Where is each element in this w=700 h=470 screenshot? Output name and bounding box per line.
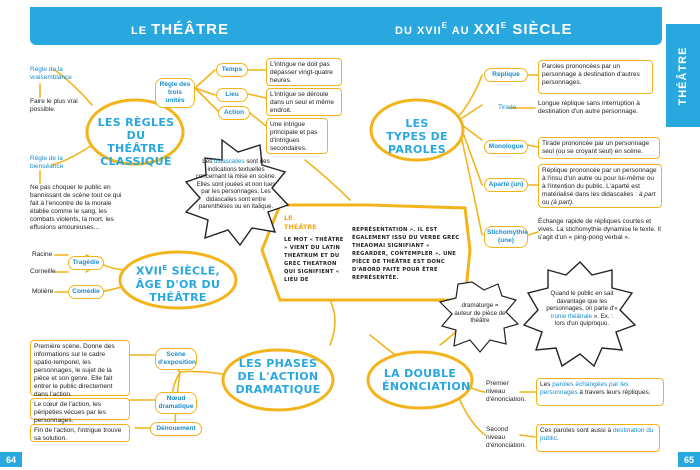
aparte-desc-c: .: [572, 199, 574, 206]
center-title-1: LE: [284, 214, 293, 222]
right-title-sup1: E: [441, 21, 449, 30]
box-exposition: Première scène. Donne des informations s…: [30, 340, 130, 398]
premier-desc-a: Les: [540, 381, 553, 388]
aparte-desc-em1: à part: [638, 191, 656, 198]
hub-xvii: XVIIE SIÈCLE, ÂGE D'OR DU THÉÂTRE: [128, 262, 228, 304]
box-replique: Paroles prononcées par un personnage à d…: [538, 60, 653, 94]
pill-trois-unites: Règle des trois unités: [155, 78, 195, 108]
box-action: Une intrigue principale et pas d'intrigu…: [266, 118, 328, 154]
box-lieu: L'intrigue se déroule dans un seul et mê…: [266, 88, 342, 116]
hub-xvii-sup: E: [162, 264, 168, 272]
ironie-word: ironie théâtrale: [551, 312, 592, 320]
page-number-left: 64: [0, 452, 22, 467]
pill-comedie: Comédie: [68, 285, 104, 299]
side-tab: THÉÂTRE: [666, 24, 700, 127]
didascalies-text: Les didascalies sont des indications tex…: [195, 158, 277, 211]
aparte-desc-a: Réplique prononcée par un personnage à l…: [542, 167, 657, 198]
aparte-desc-em2: (à part): [551, 199, 572, 206]
left-title-a: LE: [131, 25, 152, 37]
pill-denouement: Dénouement: [150, 422, 202, 436]
label-vraisemblance: Règle de la vraisemblance: [30, 66, 72, 81]
text-tirade: Longue réplique sans interruption à dest…: [538, 100, 640, 115]
author-moliere: Molière: [32, 288, 54, 295]
center-col2: REPRÉSENTATION ». IL EST ÉGALEMENT ISSU …: [352, 227, 460, 281]
box-aparte: Réplique prononcée par un personnage à l…: [538, 164, 662, 208]
label-premier-niveau: Premier niveau d'énonciation.: [486, 380, 526, 403]
pill-exposition: Scène d'exposition: [155, 348, 197, 370]
header-banner: [30, 7, 662, 45]
hub-xvii-b: SIÈCLE, ÂGE D'OR DU THÉÂTRE: [135, 264, 221, 304]
left-title-b: THÉÂTRE: [151, 21, 229, 38]
label-second-niveau: Second niveau d'énonciation.: [486, 426, 526, 449]
right-title-b: AU: [448, 25, 474, 37]
text-vraisemblance: Faire le plus vrai possible.: [30, 98, 78, 113]
box-temps: L'intrigue ne doit pas dépasser vingt-qu…: [266, 58, 342, 86]
hub-types: LES TYPES DE PAROLES: [386, 117, 448, 156]
pill-monologue: Monologue: [484, 140, 528, 154]
box-second-niveau: Ces paroles sont aussi à destination du …: [536, 424, 660, 452]
dramaturge-text: dramaturge = auteur de pièce de théâtre: [454, 302, 506, 324]
dramaturge-burst: [438, 281, 520, 353]
didascalies-post: sont des indications textuelles concerna…: [195, 158, 277, 210]
right-title-d: SIÈCLE: [507, 21, 573, 38]
ironie-text: Quand le public en sait davantage que le…: [546, 290, 618, 328]
author-corneille: Corneille: [30, 268, 56, 275]
pill-temps: Temps: [216, 63, 248, 77]
ironie-pre: Quand le public en sait davantage que le…: [546, 290, 618, 312]
didascalies-word: didascalies: [213, 158, 245, 165]
box-monologue: Tirade prononcée par un personnage seul …: [538, 137, 660, 159]
box-premier-niveau: Les paroles échangées par les personnage…: [536, 378, 664, 406]
premier-desc-b: paroles échangées par les personnages: [540, 381, 629, 396]
page-number-right: 65: [678, 452, 700, 467]
pill-noeud: Nœud dramatique: [155, 392, 197, 414]
right-title-sup2: E: [500, 21, 508, 30]
left-title: LE THÉÂTRE: [131, 21, 229, 38]
box-noeud: Le cœur de l'action, les péripéties vécu…: [30, 398, 130, 424]
center-col1: LE MOT « THÉÂTRE » VIENT DU LATIN THEATR…: [284, 237, 344, 283]
second-desc-a: Ces paroles sont aussi à: [540, 427, 613, 434]
pill-tragedie: Tragédie: [68, 256, 104, 270]
text-bienseance: Ne pas choquer le public en bannissant d…: [30, 184, 122, 231]
second-desc-c: .: [556, 435, 559, 442]
ironie-post: ». Ex. : lors d'un quiproquo.: [554, 312, 613, 328]
second-desc-b: destination du public: [540, 427, 654, 442]
right-title-a: DU XVII: [395, 25, 442, 37]
pill-action: Action: [218, 106, 250, 120]
didascalies-star: [184, 138, 290, 247]
hub-phases: LES PHASES DE L'ACTION DRAMATIQUE: [235, 357, 321, 396]
premier-desc-c: à travers leurs répliques.: [577, 389, 651, 396]
ironie-star: [522, 261, 637, 368]
center-title-2: THÉÂTRE: [284, 223, 317, 231]
box-denouement: Fin de l'action, l'intrigue trouve sa so…: [30, 424, 130, 442]
didascalies-pre: Les: [202, 158, 214, 165]
pill-lieu: Lieu: [216, 88, 248, 102]
label-tirade: Tirade: [498, 104, 517, 111]
hub-xvii-a: XVII: [135, 264, 163, 278]
aparte-desc-b: ou: [542, 199, 552, 206]
pill-replique: Réplique: [484, 68, 528, 82]
label-bienseance: Règle de la bienséance: [30, 155, 64, 170]
pill-aparte: Aparté (un): [484, 178, 528, 192]
hub-regles: LES RÈGLES DU THÉÂTRE CLASSIQUE: [97, 116, 175, 168]
right-title-c: XXI: [473, 21, 501, 38]
right-title: DU XVIIE AU XXIE SIÈCLE: [395, 21, 573, 38]
hub-double: LA DOUBLE ÉNONCIATION: [382, 367, 471, 393]
text-stichomythie: Échange rapide de répliques courtes et v…: [538, 218, 661, 241]
author-racine: Racine: [32, 251, 53, 258]
pill-stichomythie: Stichomythie (une): [484, 226, 528, 248]
